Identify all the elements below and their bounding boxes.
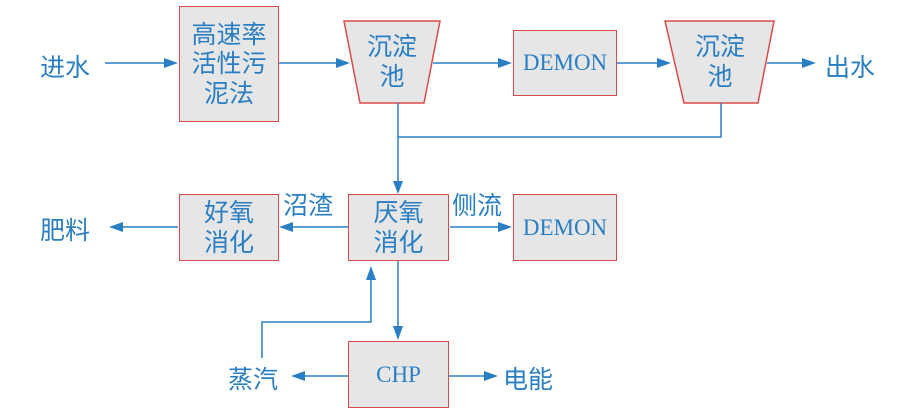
label-digestate: 沼渣 bbox=[283, 191, 334, 220]
label-steam: 蒸汽 bbox=[228, 365, 279, 394]
node-demon-main: DEMON bbox=[513, 30, 617, 96]
node-anaerobic-digestion: 厌氧 消化 bbox=[348, 194, 449, 261]
label-influent: 进水 bbox=[40, 53, 91, 82]
node-label: 厌氧 消化 bbox=[373, 198, 424, 257]
node-label: CHP bbox=[376, 361, 421, 387]
node-label: 好氧 消化 bbox=[203, 198, 254, 257]
node-label: 高速率 活性污 泥法 bbox=[191, 19, 267, 108]
label-fertilizer: 肥料 bbox=[40, 216, 91, 245]
node-label: DEMON bbox=[522, 214, 608, 240]
settling-tank-1-shape bbox=[343, 20, 441, 104]
node-demon-side: DEMON bbox=[513, 194, 617, 261]
node-high-rate-activated-sludge: 高速率 活性污 泥法 bbox=[179, 6, 279, 122]
node-aerobic-digestion: 好氧 消化 bbox=[179, 194, 279, 261]
label-electricity: 电能 bbox=[503, 365, 554, 394]
steam-loop-line bbox=[261, 278, 372, 358]
node-chp: CHP bbox=[348, 341, 449, 408]
label-effluent: 出水 bbox=[825, 53, 876, 82]
node-label: 沉淀 池 bbox=[694, 32, 745, 91]
node-settling-tank-2: 沉淀 池 bbox=[680, 32, 760, 91]
sludge-line-tank2 bbox=[398, 103, 722, 138]
node-label: 沉淀 池 bbox=[366, 32, 417, 91]
node-settling-tank-1: 沉淀 池 bbox=[360, 32, 424, 91]
node-label: DEMON bbox=[522, 50, 608, 76]
settling-tank-2-shape bbox=[664, 20, 775, 104]
label-sidestream: 侧流 bbox=[452, 191, 503, 220]
